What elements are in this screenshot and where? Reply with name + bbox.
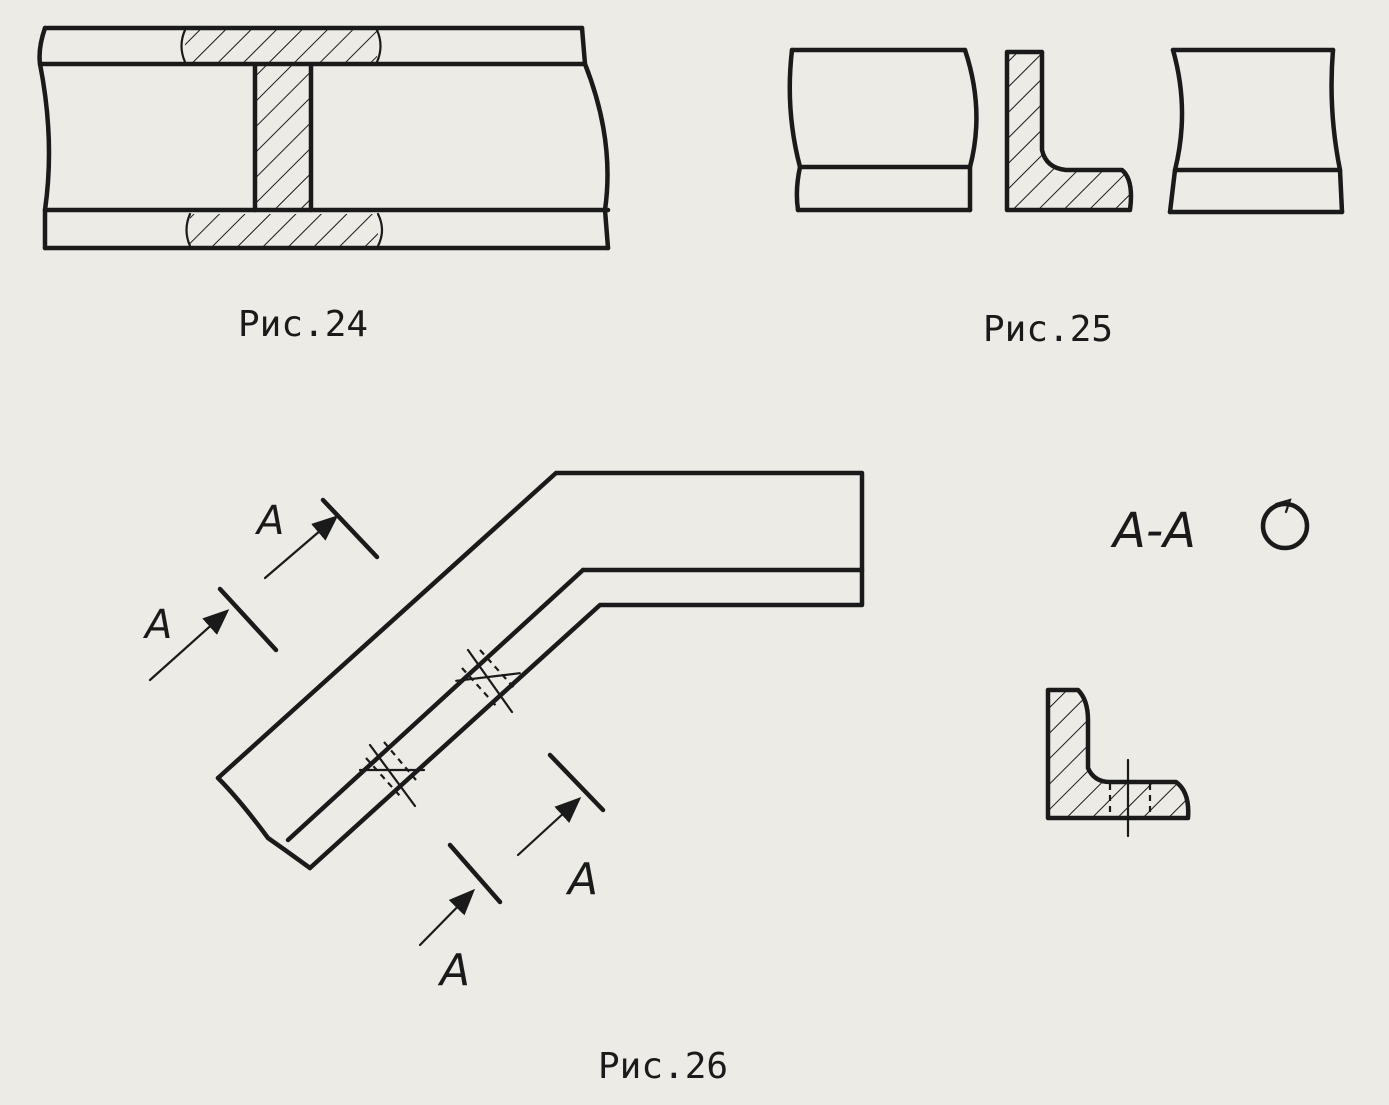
weld-arc (375, 28, 382, 64)
section-mark-lower-2 (418, 842, 503, 947)
section-mark-lower-1 (516, 752, 606, 857)
left-part-break (787, 47, 803, 213)
weld-arc (185, 212, 192, 248)
bar-outline (215, 470, 865, 871)
section-a-a-profile (1045, 687, 1191, 838)
left-part-right (962, 47, 979, 213)
web-hatch (255, 66, 311, 210)
right-part-break (1329, 47, 1345, 215)
section-letter: А (254, 498, 284, 544)
bar-inner-diagonal (285, 567, 586, 843)
rotation-icon (1260, 498, 1310, 551)
right-break-line (579, 25, 611, 251)
section-mark-upper-1 (263, 497, 380, 580)
angle-profile-hatch (1007, 52, 1131, 210)
bar-break-line (215, 775, 313, 871)
bottom-weld-hatch (190, 214, 378, 246)
left-break-line (37, 25, 52, 251)
section-letter: А (437, 945, 470, 996)
figure-25-drawing (787, 47, 1345, 215)
figure-24-drawing (37, 25, 611, 251)
right-part-left (1167, 47, 1185, 215)
rivet-hole-lower (358, 741, 426, 808)
angle-profile-outline (1004, 49, 1134, 213)
top-weld-hatch (185, 30, 377, 62)
figure-25-caption: Рис.25 (983, 309, 1113, 350)
weld-arc (180, 28, 187, 64)
section-mark-upper-2 (148, 586, 279, 682)
section-letter: А (565, 854, 598, 905)
rivet-hole-upper (455, 648, 521, 714)
weld-arc (376, 212, 384, 248)
section-letter: А (142, 602, 172, 648)
figure-26-caption: Рис.26 (598, 1046, 728, 1087)
section-view-title: А-А (1110, 503, 1196, 559)
figure-26-drawing (148, 470, 865, 947)
figure-24-caption: Рис.24 (238, 304, 368, 345)
